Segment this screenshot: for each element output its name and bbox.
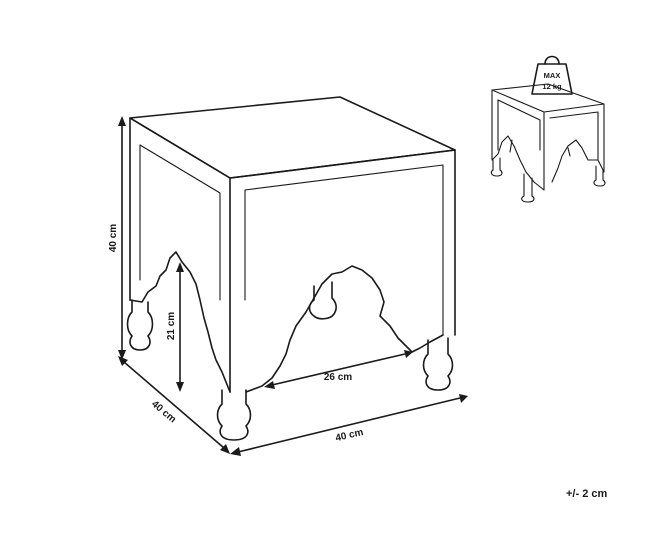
front-left-leg <box>216 389 252 441</box>
dim-leg-opening <box>176 262 184 392</box>
side-table-drawing <box>126 96 456 441</box>
back-right-leg <box>308 281 337 320</box>
weight-icon <box>531 63 573 95</box>
dim-height <box>118 116 126 360</box>
front-cutout <box>245 265 444 393</box>
left-face-frame <box>139 144 221 301</box>
table-front-face <box>229 149 456 336</box>
label-width: 40 cm <box>334 427 364 444</box>
max-load-line1: MAX <box>544 71 561 80</box>
table-top <box>129 96 456 179</box>
max-load-illustration: MAX 12 kg <box>490 55 606 203</box>
weight-handle <box>544 55 560 65</box>
label-opening-width: 26 cm <box>324 372 352 383</box>
mini-table <box>491 83 605 191</box>
tolerance-note: +/- 2 cm <box>566 488 608 500</box>
dim-width <box>230 394 468 456</box>
dim-depth <box>118 356 230 454</box>
mini-legs <box>490 139 606 203</box>
max-load-line2: 12 kg <box>542 82 562 91</box>
label-depth: 40 cm <box>149 399 178 426</box>
front-right-leg <box>422 337 454 391</box>
label-height: 40 cm <box>108 224 119 252</box>
left-cutout <box>129 251 231 393</box>
back-left-leg <box>126 299 154 351</box>
front-face-frame <box>244 164 444 336</box>
dim-opening-width <box>264 350 413 389</box>
label-leg-opening: 21 cm <box>166 312 177 340</box>
